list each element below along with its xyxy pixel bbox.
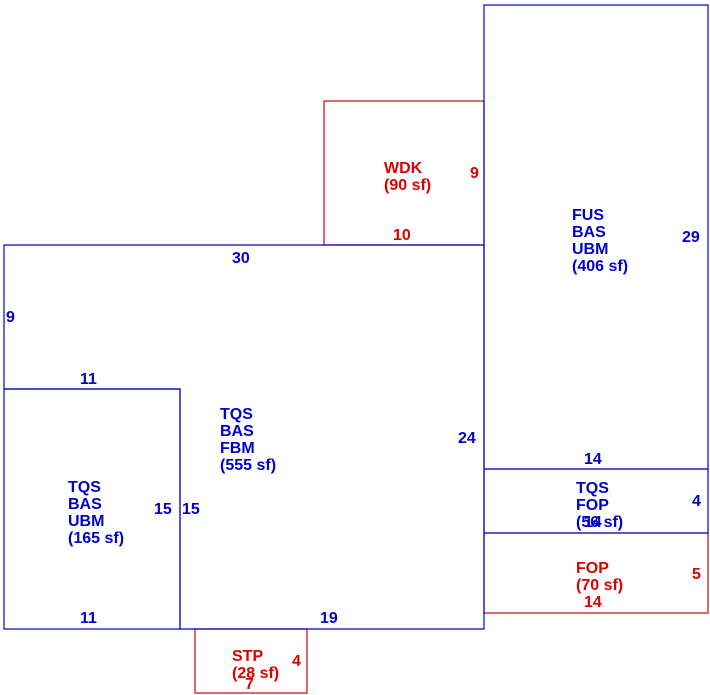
tqs-bas-fbm-label: TQS BAS FBM (555 sf) <box>220 406 276 474</box>
area-size: (28 sf) <box>232 665 279 682</box>
area-line: BAS <box>572 224 606 241</box>
area-size: (70 sf) <box>576 577 623 594</box>
dimension-label: 4 <box>292 653 301 670</box>
area-size: (56 sf) <box>576 514 623 531</box>
wdk-label: WDK (90 sf) <box>384 160 431 194</box>
dimension-label: 5 <box>692 566 701 583</box>
fop-label: FOP (70 sf) <box>576 560 623 594</box>
dimension-label: 14 <box>584 594 602 611</box>
dimension-label: 7 <box>245 676 254 693</box>
area-line: FUS <box>572 207 604 224</box>
dimension-label: 19 <box>320 610 338 627</box>
dimension-label: 11 <box>80 610 97 627</box>
area-line: TQS <box>68 479 101 496</box>
area-line: FOP <box>576 497 609 514</box>
dimension-label: 29 <box>682 229 700 246</box>
dimension-label: 15 <box>154 501 172 518</box>
dimension-label: 14 <box>584 514 602 531</box>
dimension-label: 30 <box>232 250 250 267</box>
dimension-label: 14 <box>584 451 602 468</box>
fus-bas-ubm-label: FUS BAS UBM (406 sf) <box>572 207 628 275</box>
area-line: TQS <box>220 406 253 423</box>
area-line: UBM <box>572 241 608 258</box>
dimension-labels: 9 10 29 30 9 11 24 15 15 11 19 14 4 14 5… <box>6 165 701 693</box>
dimension-label: 24 <box>458 430 476 447</box>
area-size: (555 sf) <box>220 457 276 474</box>
area-line: BAS <box>68 496 102 513</box>
area-line: BAS <box>220 423 254 440</box>
dimension-label: 11 <box>80 371 97 388</box>
area-line: WDK <box>384 160 423 177</box>
dimension-label: 15 <box>182 501 200 518</box>
dimension-label: 9 <box>6 309 15 326</box>
area-line: STP <box>232 648 263 665</box>
area-line: FOP <box>576 560 609 577</box>
area-line: TQS <box>576 480 609 497</box>
area-size: (406 sf) <box>572 258 628 275</box>
tqs-bas-ubm-block <box>3 388 181 630</box>
dimension-label: 9 <box>470 165 479 182</box>
dimension-label: 10 <box>393 227 411 244</box>
area-size: (165 sf) <box>68 530 124 547</box>
area-size: (90 sf) <box>384 177 431 194</box>
tqs-bas-ubm-label: TQS BAS UBM (165 sf) <box>68 479 124 547</box>
stp-label: STP (28 sf) <box>232 648 279 682</box>
area-line: UBM <box>68 513 104 530</box>
tqs-fop-label: TQS FOP (56 sf) <box>576 480 623 531</box>
dimension-label: 4 <box>692 493 701 510</box>
area-line: FBM <box>220 440 255 457</box>
